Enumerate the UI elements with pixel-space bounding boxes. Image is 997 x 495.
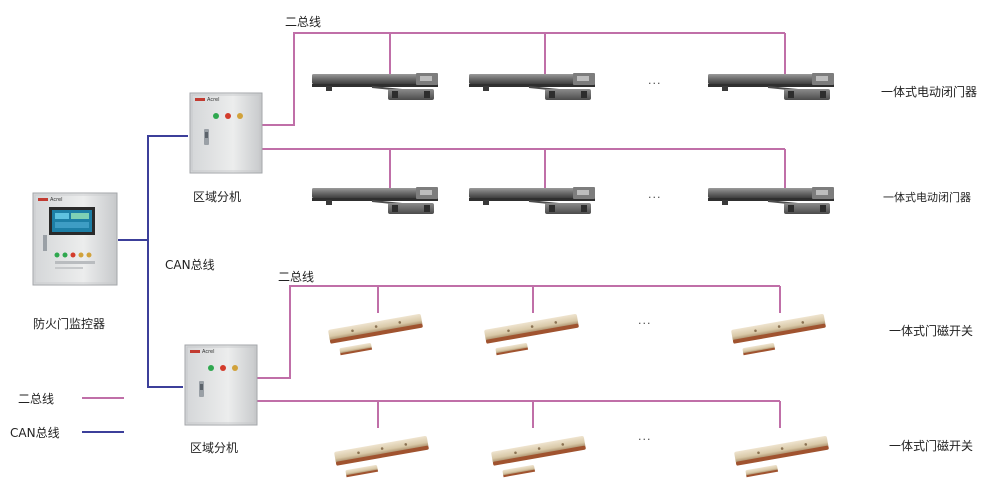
two-wire-bus-label-top: 二总线 xyxy=(285,15,322,29)
door-closer-label-1: 一体式电动闭门器 xyxy=(881,85,978,99)
door-closer-label-2: 一体式电动闭门器 xyxy=(883,191,971,204)
magnetic-switch-row-1 xyxy=(328,313,829,357)
magnetic-switch-label-2: 一体式门磁开关 xyxy=(889,439,974,453)
can-bus-lines xyxy=(118,135,188,388)
magnetic-switch-icon xyxy=(731,313,829,357)
door-closer-icon xyxy=(468,72,596,101)
door-closer-row-1 xyxy=(311,72,835,101)
zone-unit-label-top: 区域分机 xyxy=(193,190,242,204)
zone-unit-bottom: Acrel xyxy=(184,344,258,426)
zone-unit-label-bottom: 区域分机 xyxy=(190,441,239,455)
magnetic-switch-icon xyxy=(491,435,589,479)
magnetic-switch-icon xyxy=(328,313,426,357)
magnetic-switch-icon xyxy=(484,313,582,357)
door-closer-icon xyxy=(468,186,596,215)
magnetic-switch-label-1: 一体式门磁开关 xyxy=(889,324,974,338)
monitor-brand: Acrel xyxy=(50,197,63,203)
door-closer-icon xyxy=(311,72,439,101)
magnetic-switch-row-2 xyxy=(334,435,832,479)
magnetic-switch-icon xyxy=(734,435,832,479)
two-wire-bus-label-bottom: 二总线 xyxy=(278,270,315,284)
door-closer-icon xyxy=(311,186,439,215)
ellipsis-row-2: ... xyxy=(648,188,662,201)
monitor-label: 防火门监控器 xyxy=(33,317,106,331)
legend-can-label: CAN总线 xyxy=(10,426,60,440)
legend-two-wire-label: 二总线 xyxy=(18,392,55,406)
ellipsis-row-4: ... xyxy=(638,430,652,443)
zone-unit-top-brand: Acrel xyxy=(207,97,220,103)
door-closer-icon xyxy=(707,186,835,215)
ellipsis-row-3: ... xyxy=(638,314,652,327)
door-closer-row-2 xyxy=(311,186,835,215)
zone-unit-top: Acrel xyxy=(189,92,263,174)
ellipsis-row-1: ... xyxy=(648,74,662,87)
two-wire-bus-lines xyxy=(256,32,786,428)
fire-door-monitor: Acrel xyxy=(32,192,118,286)
can-bus-label: CAN总线 xyxy=(165,258,215,272)
zone-unit-bottom-brand: Acrel xyxy=(202,349,215,355)
magnetic-switch-icon xyxy=(334,435,432,479)
door-closer-icon xyxy=(707,72,835,101)
